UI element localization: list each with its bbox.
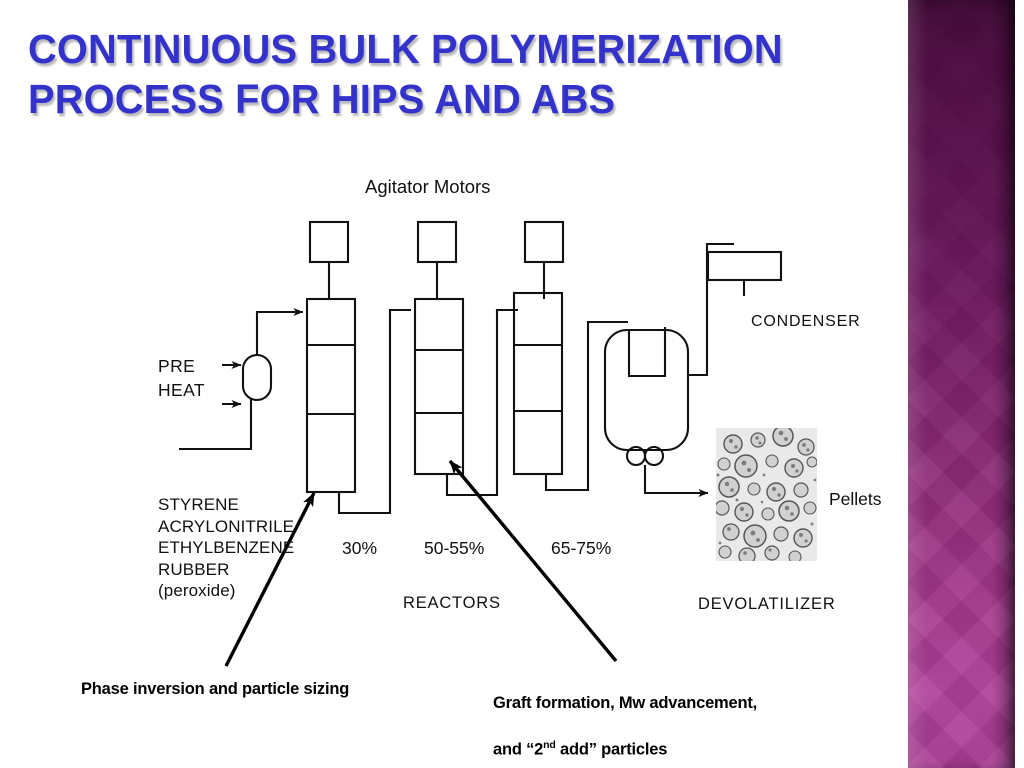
- conversion-label-reactor-3: 65-75%: [551, 538, 612, 558]
- decorative-sidebar: [908, 0, 1015, 768]
- annotation-right-caption: Graft formation, Mw advancement, and “2n…: [493, 672, 893, 761]
- annotation-right-line-2-pre: and “2: [493, 740, 544, 759]
- agitator-motor-3: [523, 220, 565, 299]
- devolatilizer-vessel: [603, 242, 734, 452]
- feed-line-2: ACRYLONITRILE: [158, 516, 295, 536]
- condenser-label: CONDENSER: [751, 313, 861, 330]
- agitator-motors-label: Agitator Motors: [365, 176, 491, 197]
- feed-line-4: RUBBER: [158, 559, 230, 579]
- pellets-label: Pellets: [829, 489, 882, 509]
- annotation-arrow-right: [448, 459, 618, 663]
- transfer-pipe-1-to-2: [337, 308, 411, 515]
- pellets-micrograph: [716, 428, 817, 561]
- page-title: CONTINUOUS BULK POLYMERIZATION PROCESS F…: [28, 24, 853, 124]
- feed-line-5: (peroxide): [158, 581, 236, 600]
- condenser-unit: [706, 250, 783, 296]
- sidebar-diamond-pattern: [908, 0, 1015, 768]
- conversion-label-reactor-2: 50-55%: [424, 538, 485, 558]
- feed-composition-list: STYRENE ACRYLONITRILE ETHYLBENZENE RUBBE…: [158, 494, 294, 602]
- reactor-2: [413, 297, 465, 476]
- feed-line-3: ETHYLBENZENE: [158, 538, 295, 557]
- annotation-arrows: [224, 459, 618, 667]
- page-title-line-2: PROCESS FOR HIPS AND ABS: [28, 76, 616, 122]
- transfer-pipe-2-to-3: [445, 308, 518, 497]
- annotation-arrow-left: [224, 492, 316, 667]
- feed-inlet-line: [179, 398, 253, 451]
- reactor-3: [512, 291, 564, 476]
- devolatilizer-label: DEVOLATILIZER: [698, 595, 836, 613]
- conversion-label-reactor-1: 30%: [342, 538, 378, 558]
- agitator-motor-2: [416, 220, 458, 299]
- annotation-right-ordinal-suffix: nd: [543, 739, 556, 751]
- feed-line-1: STYRENE: [158, 495, 239, 514]
- preheat-label-line-2: HEAT: [158, 380, 205, 400]
- reactors-label: REACTORS: [403, 594, 501, 612]
- agitator-motor-1: [308, 220, 350, 299]
- preheat-outlet-line: [255, 308, 304, 355]
- devolatilizer-outlet-line: [643, 465, 709, 497]
- preheat-label-line-1: PRE: [158, 356, 196, 376]
- annotation-left-caption: Phase inversion and particle sizing: [81, 680, 350, 698]
- page-title-line-1: CONTINUOUS BULK POLYMERIZATION: [28, 26, 783, 72]
- annotation-right-line-2-post: add” particles: [555, 740, 668, 759]
- annotation-right-line-1: Graft formation, Mw advancement,: [493, 694, 758, 712]
- preheat-vessel: [241, 353, 273, 402]
- diagram-linework: [179, 220, 783, 515]
- devolatilizer-gear-pump: [625, 445, 665, 467]
- transfer-pipe-3-to-devol: [544, 320, 628, 492]
- sidebar-sheen-overlay: [908, 0, 1015, 768]
- reactor-1: [305, 297, 357, 494]
